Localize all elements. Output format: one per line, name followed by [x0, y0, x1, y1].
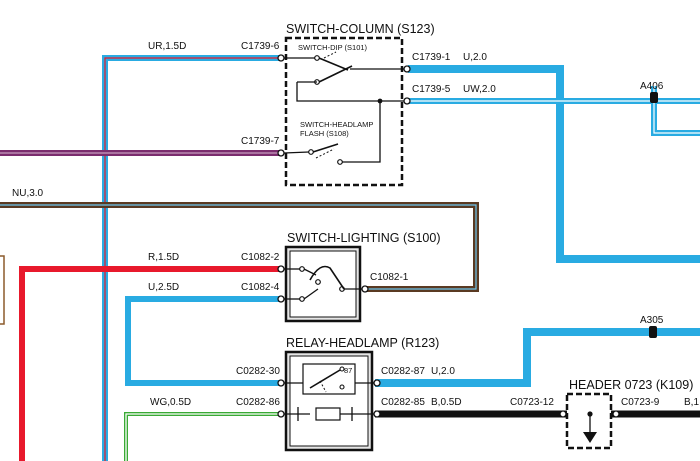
switch-dip-label: SWITCH-DIP (S101)	[298, 43, 368, 52]
connector-c1739-6: C1739-6	[241, 41, 280, 52]
connector-c1739-5: C1739-5	[412, 84, 451, 95]
splice-a406-label: A406	[640, 81, 664, 92]
wire-label-uw-2-0: UW,2.0	[463, 84, 496, 95]
wire-label-u-2-0-relay: U,2.0	[431, 366, 455, 377]
wire-nu-3-0	[0, 202, 479, 292]
wire-label-u-2-0-top: U,2.0	[463, 52, 487, 63]
splice-a406-marker	[650, 92, 658, 103]
connector-c1739-7: C1739-7	[241, 136, 280, 147]
splice-a305-label: A305	[640, 315, 664, 326]
connector-c1739-1: C1739-1	[412, 52, 451, 63]
switch-lighting-box	[277, 245, 369, 323]
left-component-edge	[0, 255, 5, 325]
wire-wg-0-5d	[124, 412, 280, 461]
wire-label-nu-3-0: NU,3.0	[12, 188, 44, 199]
connector-c1082-2: C1082-2	[241, 252, 280, 263]
relay-headlamp-title: RELAY-HEADLAMP (R123)	[286, 336, 439, 350]
connector-c0723-12: C0723-12	[510, 397, 554, 408]
connector-c1082-4: C1082-4	[241, 282, 280, 293]
wire-u-2-0-top	[408, 65, 700, 263]
connector-c0723-9: C0723-9	[621, 397, 660, 408]
splice-a305-marker	[649, 326, 657, 338]
connector-c1082-1: C1082-1	[370, 272, 409, 283]
switch-lighting-title: SWITCH-LIGHTING (S100)	[287, 231, 441, 245]
connector-c0282-30: C0282-30	[236, 366, 280, 377]
relay-contact-mark: 87	[344, 366, 352, 375]
connector-c0282-85: C0282-85	[381, 397, 425, 408]
switch-column-box	[277, 36, 411, 187]
wire-label-b-1-cut: B,1	[684, 397, 699, 408]
switch-flash-label-1: SWITCH-HEADLAMP	[300, 120, 373, 129]
wire-u-2-0-relay	[375, 328, 700, 387]
header-0723-title: HEADER 0723 (K109)	[569, 378, 693, 392]
relay-headlamp-box: 87	[277, 350, 381, 452]
switch-flash-label-2: FLASH (S108)	[300, 129, 349, 138]
wire-r-1-5d	[19, 266, 280, 461]
wire-ur-1-5d	[102, 55, 280, 461]
wire-label-r-1-5d: R,1.5D	[148, 252, 179, 263]
wire-label-ur-1-5d: UR,1.5D	[148, 41, 186, 52]
connector-c0282-87: C0282-87	[381, 366, 425, 377]
connector-c0282-86: C0282-86	[236, 397, 280, 408]
wire-label-wg-0-5d: WG,0.5D	[150, 397, 191, 408]
header-0723-box	[559, 392, 620, 450]
wire-label-u-2-5d: U,2.5D	[148, 282, 179, 293]
wire-u-2-5d	[125, 296, 280, 386]
switch-column-title: SWITCH-COLUMN (S123)	[286, 22, 435, 36]
wire-label-b-0-5d: B,0.5D	[431, 397, 462, 408]
